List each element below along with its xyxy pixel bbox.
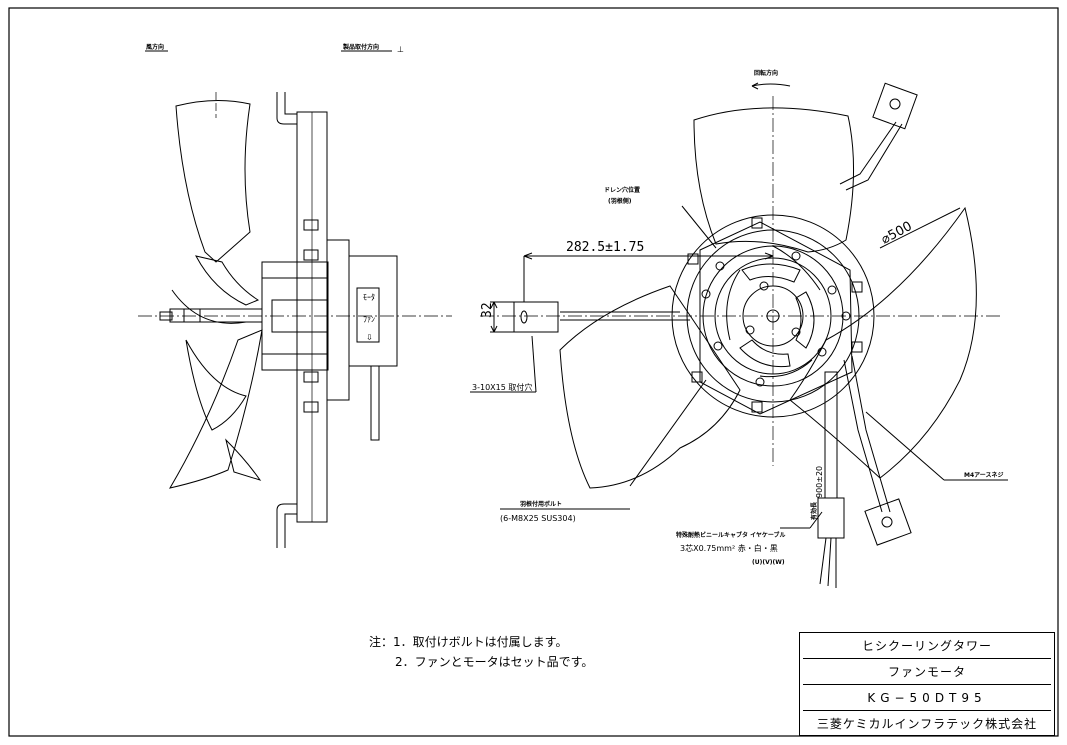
mounting-hole-label: 3-10X15 取付穴 [472,382,532,392]
upper-terminal [872,82,918,130]
motor-hub-center [742,285,804,347]
height-dimension: 32 [480,302,495,318]
title-product: ヒシクーリングタワー [803,633,1051,659]
drain-label-2: (羽根側) [608,197,632,205]
side-mount-block [513,301,559,333]
motor-outer-ring [671,214,875,418]
drain-label-1: ドレン穴位置 [604,186,640,194]
note-line-1: 注：1．取付けボルトは付属します。 [369,635,568,649]
drawing-notes: 注：1．取付けボルトは付属します。 2．ファンとモータはセット品です。 [369,632,593,672]
rotation-arrow [751,83,791,87]
upper-earth-cable [839,121,897,185]
title-company: 三菱ケミカルインフラテック株式会社 [816,717,1038,731]
motor-label-1: ﾓｰﾀ [363,293,375,302]
side-blade-bottom [168,329,263,489]
front-blade-left [559,285,741,489]
motor-label-2: ﾌｧﾝ [363,315,375,324]
drawing-frame [8,7,1059,737]
cable-label-2: 3芯X0.75mm² 赤・白・黒 [680,543,778,553]
motor-arrow: ⇩ [366,333,373,342]
title-block: ヒシクーリングタワー ファンモータ KG−50DT95 三菱ケミカルインフラテッ… [799,632,1055,736]
bolt-label-2: (6-M8X25 SUS304) [500,514,576,523]
earth-screw-label: M4アースネジ [964,471,1004,479]
side-blade-top [175,99,251,263]
bolt-label-1: 羽根付用ボルト [520,500,562,508]
cable-label-3: (U)(V)(W) [752,559,785,566]
lower-terminal [864,498,912,546]
title-model: KG−50DT95 [803,685,1051,711]
front-blade-right [789,206,977,479]
side-blade-middle [195,255,260,306]
mount-direction-symbol: ⊥ [397,45,404,54]
side-view: 風方向 製品取付方向 ⊥ [138,43,452,548]
distance-dimension: 282.5±1.75 [566,240,644,255]
front-blade-top [693,107,854,253]
bottom-bracket [276,503,297,548]
top-bracket [276,92,297,125]
motor-body [326,239,350,401]
mount-direction-label: 製品取付方向 [342,43,379,51]
note-prefix: 注： [369,635,394,649]
front-view [470,82,1008,588]
diameter-label: ⌀500 [879,219,915,248]
air-direction-label: 風方向 [146,43,164,51]
title-part: ファンモータ [803,659,1051,685]
diameter-leader [879,207,961,249]
rotation-label: 回転方向 [754,69,778,77]
cable-length-prefix: 有効長 [810,501,818,520]
note-line-2: 2．ファンとモータはセット品です。 [395,655,594,669]
cable-length: 900±20 [815,466,824,498]
cable-label-1: 特殊耐熱ビニールキャブタ イヤケーブル [676,531,786,539]
motor-cable [370,365,380,441]
lower-earth-cable [843,359,883,513]
power-cable [824,371,838,499]
